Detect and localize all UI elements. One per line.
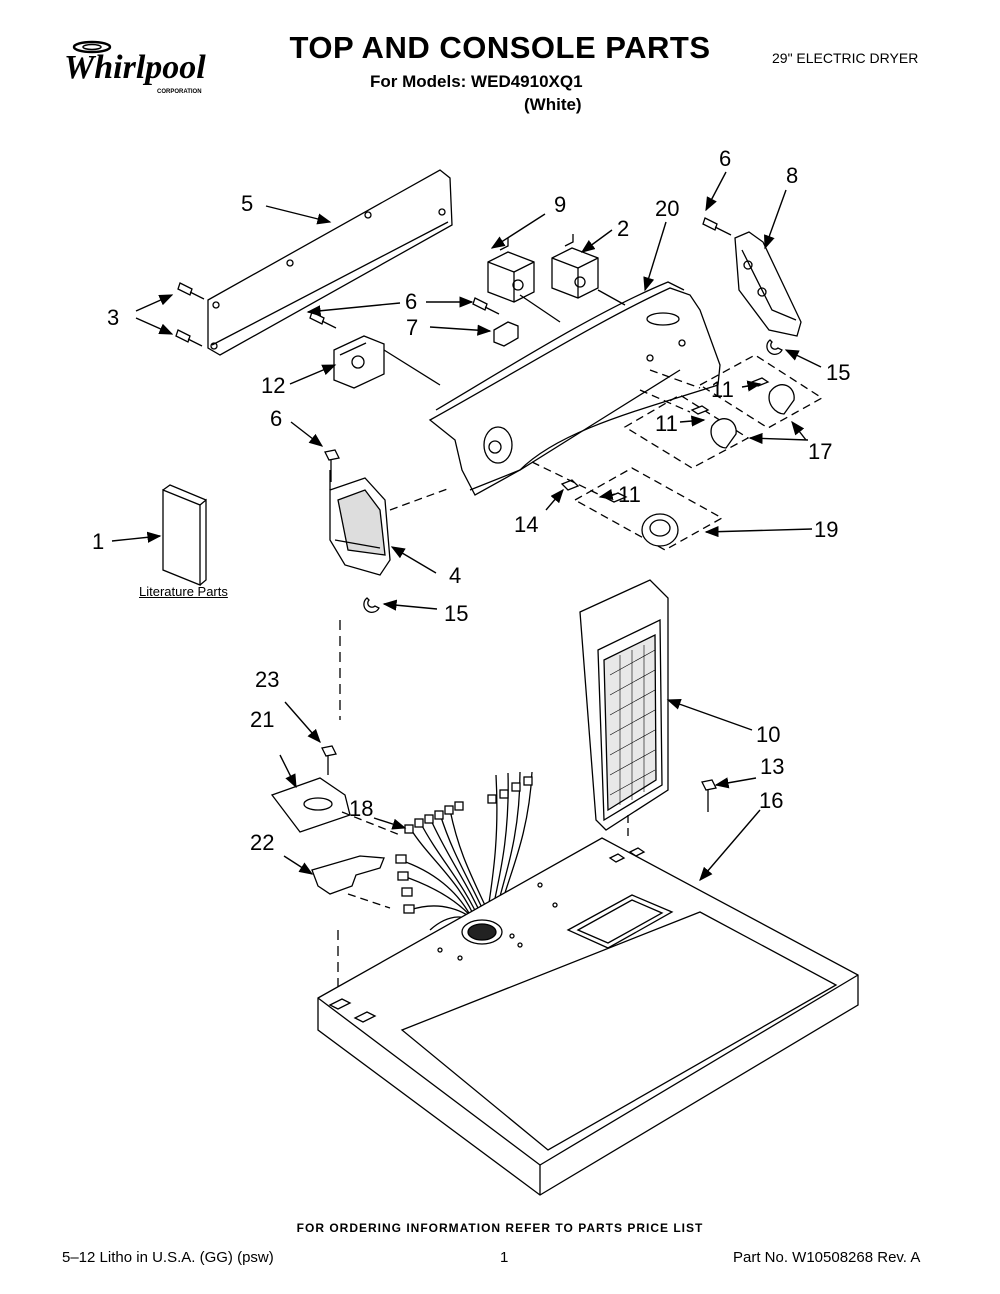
page-number: 1 bbox=[500, 1249, 509, 1266]
lint-screen-part bbox=[579, 579, 669, 831]
literature-parts-label: Literature Parts bbox=[139, 584, 228, 599]
clip-part bbox=[493, 321, 519, 347]
callout-16: 16 bbox=[759, 788, 783, 813]
screw-part bbox=[175, 282, 205, 347]
model-color: (White) bbox=[524, 95, 582, 114]
knob-kit-box bbox=[573, 467, 724, 551]
callout-9: 9 bbox=[554, 192, 566, 217]
callout-18: 18 bbox=[349, 796, 373, 821]
callout-3: 3 bbox=[107, 305, 119, 330]
shield-part bbox=[311, 855, 385, 895]
callout-6: 6 bbox=[270, 406, 282, 431]
callout-11: 11 bbox=[711, 377, 734, 402]
callout-1: 1 bbox=[92, 529, 104, 554]
callout-5: 5 bbox=[241, 191, 253, 216]
callout-10: 10 bbox=[756, 722, 780, 747]
callout-6: 6 bbox=[405, 289, 417, 314]
callout-12: 12 bbox=[261, 373, 285, 398]
product-type: 29" ELECTRIC DRYER bbox=[772, 50, 919, 66]
knob-kit-box bbox=[623, 394, 750, 469]
callout-labels: 5 3 6 7 12 6 9 2 20 6 8 15 11 11 17 11 1… bbox=[92, 146, 850, 855]
model-number: For Models: WED4910XQ1 bbox=[370, 72, 583, 91]
whirlpool-logo: Whirlpool CORPORATION bbox=[62, 38, 227, 98]
callout-15: 15 bbox=[826, 360, 850, 385]
callout-15: 15 bbox=[444, 601, 468, 626]
part-number: Part No. W10508268 Rev. A bbox=[733, 1249, 921, 1266]
callout-11: 11 bbox=[655, 411, 678, 436]
timer-part bbox=[333, 335, 441, 389]
switch-part bbox=[487, 238, 561, 323]
knob-part bbox=[604, 492, 679, 547]
callout-22: 22 bbox=[250, 830, 274, 855]
callout-7: 7 bbox=[406, 315, 418, 340]
end-bracket-part bbox=[329, 477, 391, 576]
literature-part bbox=[162, 484, 207, 586]
callout-21: 21 bbox=[250, 707, 274, 732]
bracket-part bbox=[270, 777, 351, 833]
console-bracket-part bbox=[207, 169, 453, 356]
callout-19: 19 bbox=[814, 517, 838, 542]
callout-13: 13 bbox=[760, 754, 784, 779]
callout-23: 23 bbox=[255, 667, 279, 692]
page-title: TOP AND CONSOLE PARTS bbox=[289, 30, 711, 65]
top-panel-part bbox=[317, 837, 859, 1196]
litho-info: 5–12 Litho in U.S.A. (GG) (psw) bbox=[62, 1249, 274, 1266]
clip-part bbox=[766, 339, 783, 355]
ordering-note: FOR ORDERING INFORMATION REFER TO PARTS … bbox=[296, 1221, 704, 1235]
callout-11: 11 bbox=[618, 482, 641, 507]
console-panel-part bbox=[428, 281, 721, 496]
knob-kit-box bbox=[698, 354, 824, 429]
end-cap-part bbox=[702, 217, 802, 337]
callout-6: 6 bbox=[719, 146, 731, 171]
callout-4: 4 bbox=[449, 563, 461, 588]
switch-part bbox=[551, 234, 626, 306]
callout-2: 2 bbox=[617, 216, 629, 241]
callout-8: 8 bbox=[786, 163, 798, 188]
brand-sub: CORPORATION bbox=[157, 89, 202, 95]
brand-name: Whirlpool bbox=[64, 49, 206, 86]
callout-14: 14 bbox=[514, 512, 538, 537]
clip-part bbox=[363, 597, 380, 613]
callout-17: 17 bbox=[808, 439, 832, 464]
callout-20: 20 bbox=[655, 196, 679, 221]
